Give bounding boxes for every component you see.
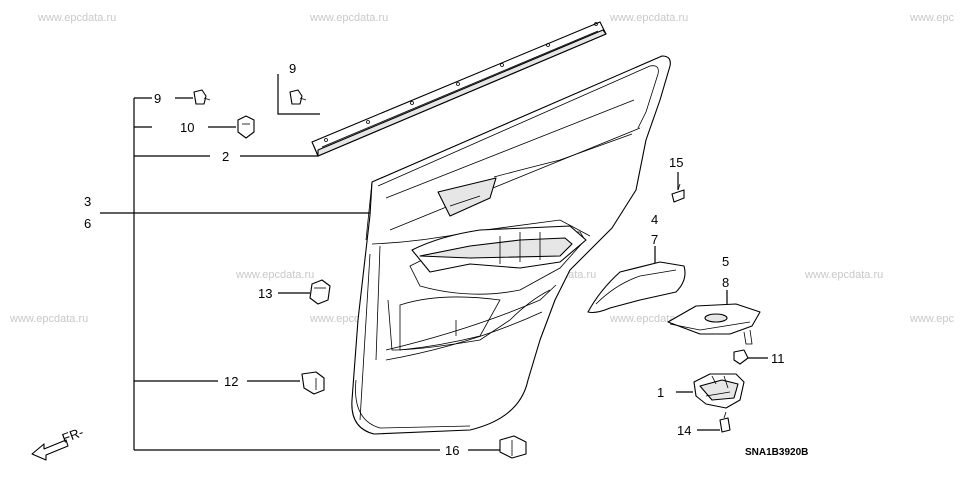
- watermark-text: www.epcdata.ru: [9, 313, 88, 325]
- armrest-cover-part: [587, 261, 686, 314]
- handle-mechanism-part: [693, 373, 745, 409]
- callout-6: 6: [84, 216, 91, 231]
- callout-4: 4: [651, 212, 658, 227]
- callout-14: 14: [677, 423, 691, 438]
- callout-16: 16: [445, 443, 459, 458]
- callout-10: 10: [180, 120, 194, 135]
- callout-5: 5: [722, 254, 729, 269]
- watermark-text: www.epcdata.ru: [609, 12, 688, 24]
- callout-3: 3: [84, 194, 91, 209]
- armrest-trim-part: [411, 225, 587, 273]
- group-bracket: [133, 97, 440, 451]
- diagram-code: SNA1B3920B: [745, 447, 808, 458]
- front-direction-arrow: FR-: [31, 424, 85, 461]
- callout-7: 7: [651, 232, 658, 247]
- fasteners: [193, 89, 749, 459]
- callout-9: 9: [154, 91, 161, 106]
- callout-13: 13: [258, 286, 272, 301]
- watermark-text: www.epcdata.ru: [804, 269, 883, 281]
- callout-1: 1: [657, 385, 664, 400]
- watermark-text: www.epcdata.ru: [309, 12, 388, 24]
- switch-panel-part: [667, 303, 761, 345]
- callout-15: 15: [669, 155, 683, 170]
- callout-2: 2: [222, 149, 229, 164]
- callout-8: 8: [722, 275, 729, 290]
- front-arrow-label: FR-: [60, 424, 85, 446]
- watermark-text: www.epcdata.ru: [37, 12, 116, 24]
- callout-11: 11: [771, 351, 785, 366]
- callout-numbers: 9 9 10 2 3 6 13 12 16 15 4 7 5 8 11 1 14: [84, 61, 785, 458]
- watermark-text: www.epc: [909, 313, 955, 325]
- callout-12: 12: [224, 374, 238, 389]
- molding-strip-part: [311, 21, 607, 157]
- watermark-text: www.epc: [909, 12, 955, 24]
- callout-9: 9: [289, 61, 296, 76]
- leader-lines: [100, 74, 768, 451]
- watermark-text: www.epcdata.ru: [235, 269, 314, 281]
